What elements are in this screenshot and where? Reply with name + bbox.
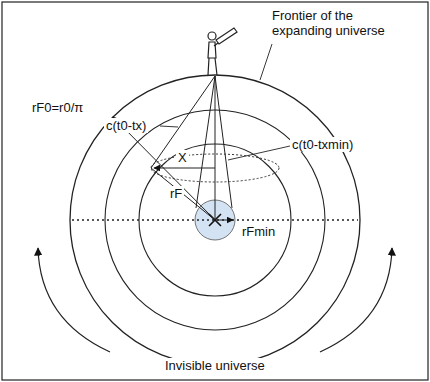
- frontier-label: Frontier of the expanding universe: [270, 8, 414, 38]
- distance-label: c(t0-txmin): [290, 137, 355, 152]
- radius-label: rF: [168, 186, 184, 201]
- region-label: Invisible universe: [163, 358, 267, 373]
- distance-label: c(t0-tx): [104, 118, 148, 133]
- x-label: X: [176, 150, 189, 165]
- radius-label: rF0=r0/π: [30, 100, 85, 115]
- radius-label: rFmin: [240, 224, 277, 239]
